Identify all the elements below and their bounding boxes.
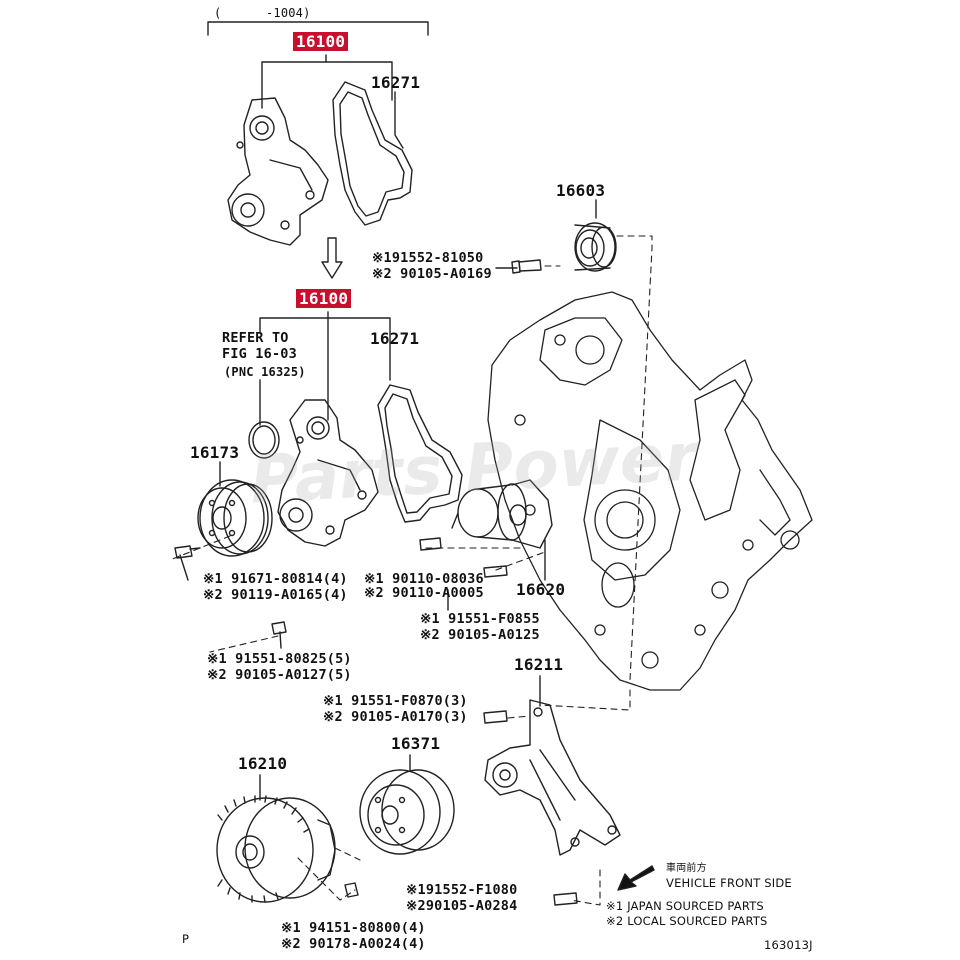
legend-note-2: ※2 LOCAL SOURCED PARTS — [606, 914, 768, 928]
bolt-3a-label[interactable]: ※1 90110-08036 — [364, 571, 484, 587]
bolt-idler — [511, 259, 542, 274]
bolt-bracket — [483, 710, 508, 724]
bolt-2b-label[interactable]: ※2 90119-A0165(4) — [203, 587, 348, 603]
bolt-2a-label[interactable]: ※1 91671-80814(4) — [203, 571, 348, 587]
page-letter: P — [182, 932, 190, 946]
bolt-1a-label[interactable]: ※191552-81050 — [372, 250, 484, 266]
fan-pulley — [359, 769, 455, 855]
bolt-tensioner — [419, 537, 508, 578]
idler-pulley — [574, 222, 617, 272]
bolt-1b-label[interactable]: ※2 90105-A0169 — [372, 266, 492, 282]
front-arrow-icon — [617, 865, 655, 891]
bolt-8b-label[interactable]: ※2 90178-A0024(4) — [281, 936, 426, 952]
bolt-7b-label[interactable]: ※290105-A0284 — [406, 898, 518, 914]
refer-to-line2[interactable]: FIG 16-03 — [222, 346, 297, 362]
bolt-pulley — [174, 545, 201, 559]
front-side-label: VEHICLE FRONT SIDE — [666, 876, 792, 890]
nut-fan — [344, 882, 359, 898]
fan-clutch — [216, 795, 336, 903]
date-range-bracket — [207, 21, 429, 36]
bolt-8a-label[interactable]: ※1 94151-80800(4) — [281, 920, 426, 936]
part-16210-label[interactable]: 16210 — [238, 754, 288, 773]
leader-lines-top — [261, 54, 597, 269]
bolt-4b-label[interactable]: ※2 90105-A0125 — [420, 627, 540, 643]
part-16620-label[interactable]: 16620 — [516, 580, 566, 599]
figure-id: 163013J — [764, 938, 813, 952]
bolt-7a-label[interactable]: ※191552-F1080 — [406, 882, 518, 898]
bolt-lower — [553, 892, 578, 906]
fan-bracket — [484, 699, 621, 856]
part-16271-top-label[interactable]: 16271 — [371, 73, 421, 92]
part-16100-bottom-highlight[interactable]: 16100 — [296, 289, 352, 308]
part-16271-bottom-label[interactable]: 16271 — [370, 329, 420, 348]
bolt-5b-label[interactable]: ※2 90105-A0127(5) — [207, 667, 352, 683]
bolt-6b-label[interactable]: ※2 90105-A0170(3) — [323, 709, 468, 725]
bolt-3b-label[interactable]: ※2 90110-A0005 — [364, 585, 484, 601]
water-pump-pulley — [197, 479, 273, 557]
bolt-4a-label[interactable]: ※1 91551-F0855 — [420, 611, 540, 627]
leader-lines-lower — [179, 311, 546, 801]
part-16100-top-highlight[interactable]: 16100 — [293, 32, 349, 51]
refer-to-line1: REFER TO — [222, 330, 289, 346]
part-16603-label[interactable]: 16603 — [556, 181, 606, 200]
gasket-old — [332, 81, 413, 226]
water-pump — [277, 399, 379, 547]
bolt-5a-label[interactable]: ※1 91551-80825(5) — [207, 651, 352, 667]
gasket — [377, 384, 463, 523]
front-side-jp-label: 車両前方 — [666, 863, 707, 874]
o-ring — [248, 421, 280, 459]
dashed-guides — [169, 235, 653, 906]
belt-tensioner — [451, 479, 553, 549]
bolt-pump — [271, 621, 287, 649]
water-pump-old — [227, 97, 329, 246]
date-range-label: ( -1004) — [214, 6, 311, 20]
legend-note-1: ※1 JAPAN SOURCED PARTS — [606, 899, 764, 913]
down-arrow-icon — [321, 237, 343, 279]
refer-to-line3: (PNC 16325) — [224, 365, 306, 379]
part-16371-label[interactable]: 16371 — [391, 734, 441, 753]
part-16211-label[interactable]: 16211 — [514, 655, 564, 674]
bolt-6a-label[interactable]: ※1 91551-F0870(3) — [323, 693, 468, 709]
part-16173-label[interactable]: 16173 — [190, 443, 240, 462]
